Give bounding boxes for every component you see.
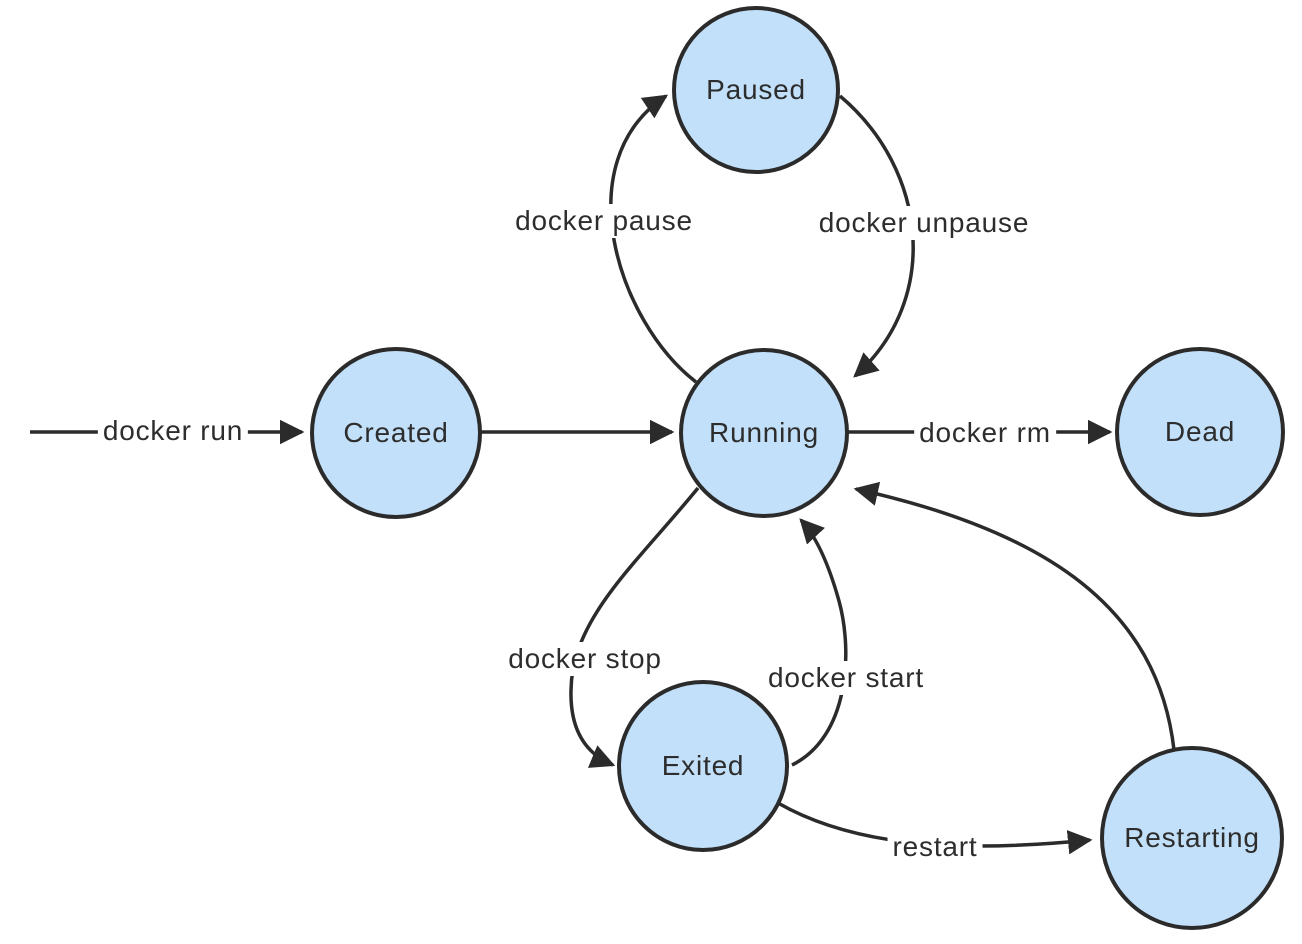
node-label-paused: Paused (706, 74, 806, 105)
node-exited-circle (617, 680, 789, 852)
edge-label-docker-pause: docker pause (510, 204, 698, 238)
edge-label-docker-unpause: docker unpause (813, 206, 1035, 240)
node-label-dead: Dead (1164, 416, 1236, 447)
node-label-running: Running (709, 417, 819, 448)
node-restarting-circle (1100, 746, 1284, 930)
node-dead-circle (1115, 347, 1285, 517)
node-created-circle (310, 347, 482, 519)
node-label-restarting: Restarting (1124, 822, 1260, 853)
edge-label-docker-stop: docker stop (503, 642, 667, 676)
edge-exited-to-running (791, 518, 848, 767)
edge-label-docker-rm: docker rm (914, 416, 1056, 450)
node-running-circle (679, 348, 849, 518)
nodes-layer (310, 6, 1285, 930)
edge-label-restart: restart (887, 830, 983, 864)
edge-label-docker-run: docker run (97, 414, 249, 448)
edge-restarting-to-running (853, 481, 1176, 751)
node-paused-circle (672, 6, 840, 174)
edge-running-to-paused (609, 94, 698, 384)
node-label-exited: Exited (661, 750, 745, 781)
node-label-created: Created (343, 417, 449, 448)
edge-label-docker-start: docker start (763, 661, 929, 695)
